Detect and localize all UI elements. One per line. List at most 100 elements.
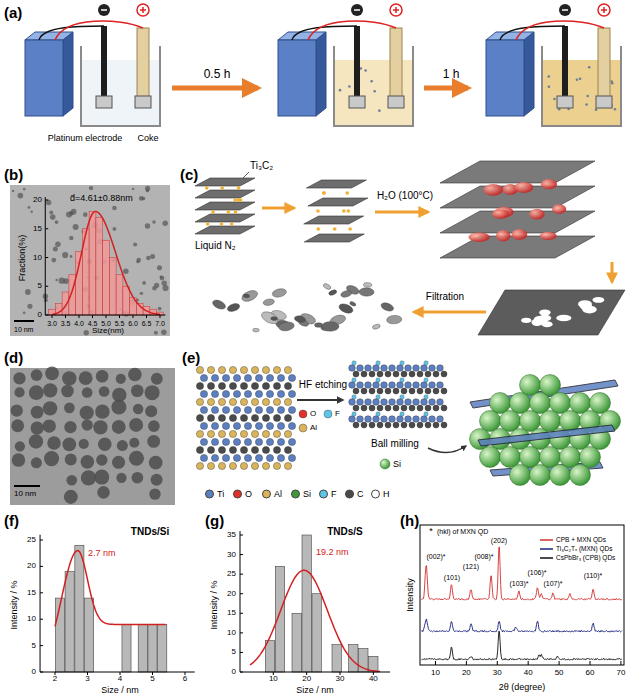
water-bubble: [552, 204, 566, 214]
material-label: Liquid N₂: [195, 241, 236, 251]
silicon-sphere: [570, 393, 591, 414]
tick-label: 0: [232, 668, 236, 676]
step-arrow: [375, 211, 428, 214]
mxene-sheet: [304, 234, 364, 242]
quantum-dot-fragment: [260, 309, 280, 326]
nitrogen-dot: [206, 222, 210, 226]
quantum-dot-fragment: [294, 315, 306, 323]
atom: [421, 416, 428, 423]
particle: [548, 85, 551, 88]
atom: [233, 422, 240, 429]
particle: [588, 66, 591, 69]
atom: [377, 422, 383, 428]
legend-text: Ti₃C₂Tₓ (MXN) QDs: [556, 546, 613, 553]
silicon-sphere: [500, 447, 521, 468]
plot-frame: [420, 525, 624, 665]
atom: [400, 361, 404, 365]
atom: [196, 398, 203, 405]
quantum-dot-fragment: [263, 298, 275, 306]
nanodot: [28, 206, 31, 209]
nitrogen-dot: [211, 210, 215, 214]
atom: [273, 382, 280, 389]
peak-index: (008)*: [474, 553, 493, 560]
tick-label: 10: [431, 669, 440, 677]
nanoparticle: [45, 366, 59, 380]
atom: [369, 388, 375, 394]
tick-mark: [45, 257, 48, 258]
tick-label: 60: [586, 669, 595, 677]
tick-label: 5: [150, 675, 154, 683]
panel-label: (e): [182, 350, 200, 365]
peak-index: (103)*: [509, 580, 528, 587]
atom: [381, 399, 388, 406]
nitrogen-dot: [345, 191, 349, 195]
silicon-sphere: [570, 465, 591, 486]
atom: [251, 446, 258, 453]
tick-label: 20: [27, 562, 36, 570]
legend-swatch: [233, 490, 242, 499]
nanoparticle: [64, 403, 75, 414]
legend-item: Ti: [205, 490, 224, 499]
nanoparticle: [15, 441, 25, 451]
nanoparticle: [129, 451, 144, 466]
nanodot: [140, 292, 143, 295]
plus-sign: [142, 7, 144, 13]
atom: [229, 446, 236, 453]
nitrogen-dot: [226, 210, 230, 214]
histogram-bar: [62, 292, 69, 315]
nanoparticle: [148, 420, 160, 432]
atom: [352, 378, 356, 382]
quantum-dot-fragment: [278, 321, 295, 332]
atom: [437, 399, 444, 406]
peak-index: (002)*: [426, 553, 445, 560]
tick-mark: [45, 228, 48, 229]
atom: [429, 416, 436, 423]
nanoparticle: [82, 387, 93, 398]
atom: [284, 382, 291, 389]
nanodot: [145, 223, 150, 228]
nanoparticle: [66, 475, 77, 486]
atom: [425, 371, 431, 377]
atom: [421, 365, 428, 372]
tick-label: 10: [269, 675, 278, 683]
atom: [240, 366, 247, 373]
atom: [277, 438, 284, 445]
atom: [441, 388, 447, 394]
peak-index: (101): [444, 574, 460, 581]
nanodot: [50, 214, 56, 220]
tick-label: 10: [27, 615, 36, 623]
panel-label: (a): [4, 5, 22, 20]
xrd-trace: [422, 619, 622, 632]
atom: [397, 416, 404, 423]
nitrogen-dot: [316, 209, 320, 213]
nanoparticle: [97, 486, 110, 499]
atom: [196, 366, 203, 373]
histogram-bar: [265, 641, 274, 672]
wire: [500, 26, 565, 40]
nanoparticle: [129, 418, 143, 432]
nanodot: [69, 236, 73, 240]
atom: [262, 462, 269, 469]
nanoparticle: [117, 440, 128, 451]
histogram-bar: [103, 240, 110, 315]
silicon-sphere: [520, 375, 541, 396]
electrode-plate: [135, 96, 151, 108]
nanoparticle: [44, 451, 59, 466]
atom: [369, 371, 375, 377]
atom: [373, 365, 380, 372]
mxene-sheet: [308, 198, 368, 206]
platinum-electrode: [562, 26, 568, 98]
nanodot: [55, 242, 61, 248]
tick-mark: [45, 200, 48, 201]
nanoparticle: [31, 421, 44, 434]
nanodot: [12, 190, 15, 193]
tem-image: [10, 185, 170, 336]
atom-label: O: [310, 410, 316, 418]
tick-mark: [92, 315, 93, 318]
atom: [288, 454, 295, 461]
peak-size: 2.7 nm: [88, 549, 116, 558]
atom: [385, 371, 391, 377]
quantum-dot-fragment: [211, 298, 227, 311]
atom: [349, 399, 356, 406]
tick-mark: [240, 613, 243, 614]
